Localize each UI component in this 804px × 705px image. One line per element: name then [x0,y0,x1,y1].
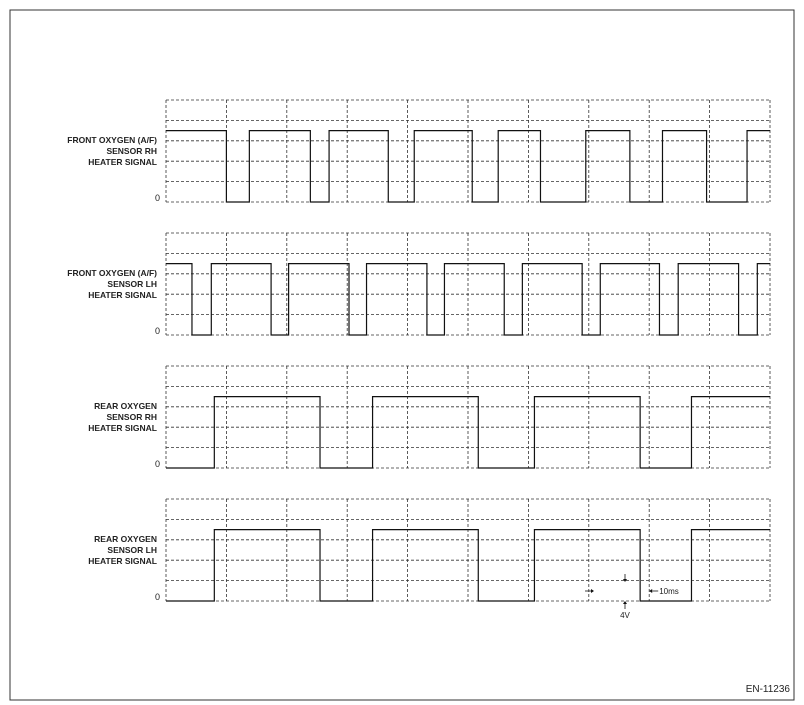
signal-label-line: FRONT OXYGEN (A/F) [67,268,157,278]
arrow-right-icon [591,589,594,593]
arrow-left-icon [649,589,653,593]
signal-label-line: REAR OXYGEN [94,534,157,544]
signal-label-line: SENSOR LH [107,545,157,555]
signal-label-line: HEATER SIGNAL [88,157,157,167]
figure-border [9,9,795,701]
signal-label-line: HEATER SIGNAL [88,290,157,300]
zero-level-label: 0 [155,592,160,602]
heater-signal-waveform [166,396,770,469]
arrow-up-icon [623,601,627,604]
signal-label-line: FRONT OXYGEN (A/F) [67,135,157,145]
zero-level-label: 0 [155,459,160,469]
signal-label-line: HEATER SIGNAL [88,556,157,566]
signal-label-line: HEATER SIGNAL [88,423,157,433]
signal-label-line: SENSOR RH [106,412,157,422]
heater-signal-waveform [166,529,770,602]
heater-signal-waveform [166,130,770,203]
zero-level-label: 0 [155,193,160,203]
time-division-label: 10ms [659,587,679,596]
figure-code: EN-11236 [746,684,791,695]
voltage-division-label: 4V [620,611,630,620]
heater-signal-waveform [166,263,770,336]
scale-annotations: 10ms 4V [585,574,679,620]
zero-level-label: 0 [155,326,160,336]
signal-label-line: REAR OXYGEN [94,401,157,411]
arrow-down-icon [623,579,627,582]
signal-label-line: SENSOR RH [106,146,157,156]
signal-label-line: SENSOR LH [107,279,157,289]
